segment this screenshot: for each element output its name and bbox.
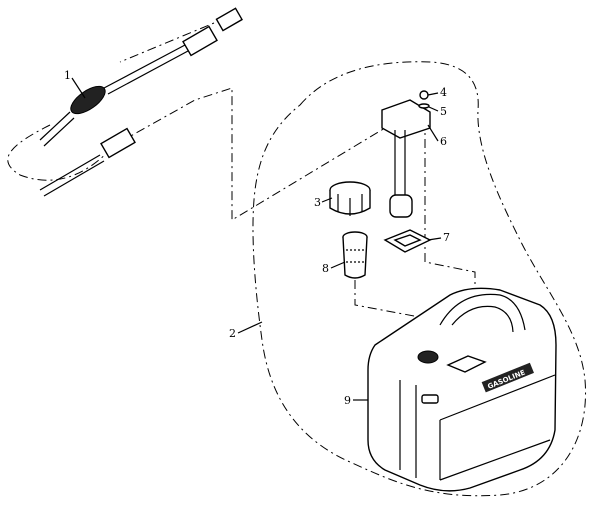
callouts: 1 2 3 4 5 6 7 8 9: [64, 69, 450, 407]
fuel-line-path: [7, 17, 386, 221]
fuel-gauge: [381, 90, 431, 218]
tank-cap: [329, 181, 371, 216]
callout-4: 4: [440, 86, 447, 99]
assembly-boundary: [252, 61, 587, 497]
primer-bulb-hose: [39, 7, 243, 197]
connection-lines: [354, 120, 476, 350]
callout-5: 5: [440, 105, 447, 118]
callout-7: 7: [443, 231, 450, 244]
gasket: [383, 229, 432, 253]
callout-3: 3: [314, 196, 321, 209]
callout-9: 9: [344, 394, 351, 407]
callout-6: 6: [440, 135, 447, 148]
fuel-tank: GASOLINE: [367, 287, 557, 492]
filter: [342, 231, 368, 279]
callout-8: 8: [322, 262, 329, 275]
callout-2: 2: [229, 327, 236, 340]
callout-1: 1: [64, 69, 71, 82]
